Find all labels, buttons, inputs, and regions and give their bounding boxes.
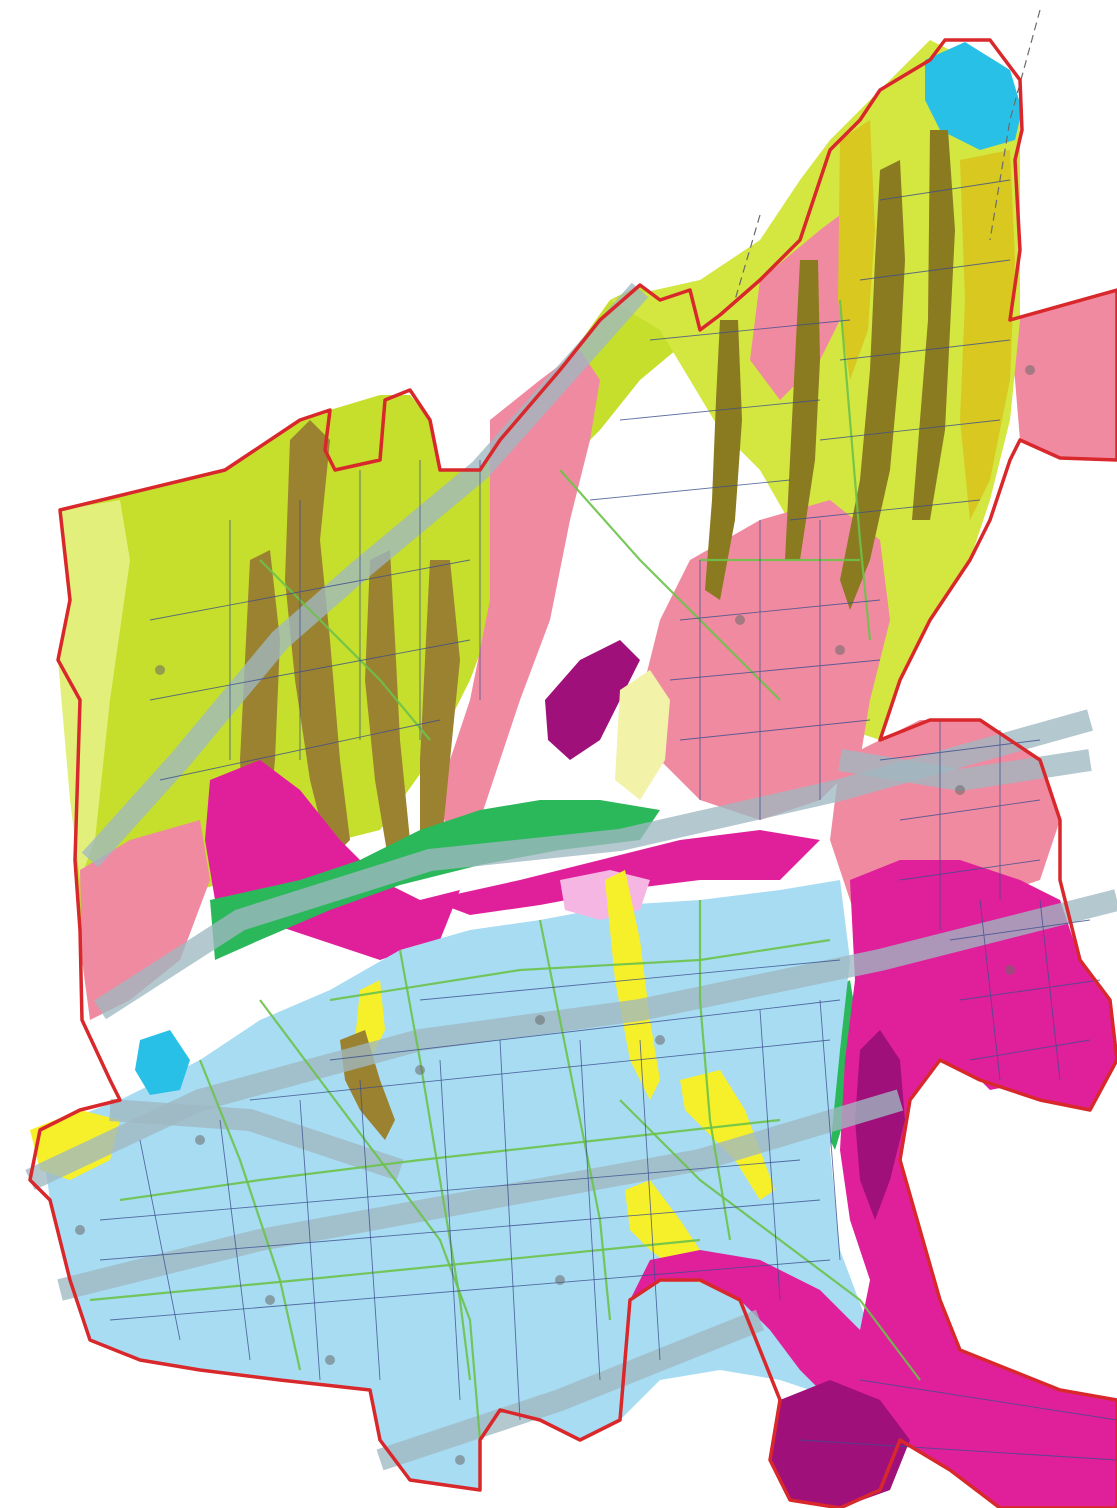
road-green-9	[619, 1099, 921, 1381]
strip-brown-ne-4	[705, 320, 742, 600]
strip-brown-ne-2	[912, 130, 955, 520]
road-green-8	[89, 1238, 701, 1302]
zone-pale-yellow-central	[615, 670, 670, 800]
road-green-4	[698, 900, 732, 1241]
street-grid-3	[669, 520, 1041, 930]
railway-north-2	[734, 214, 761, 301]
road-green-1	[259, 999, 482, 1441]
strip-brown-1	[285, 420, 350, 860]
street-grid-2	[99, 959, 841, 1321]
zone-purple-se	[770, 1380, 910, 1508]
zone-west-pink	[80, 820, 210, 1020]
strip-brown-ne-1	[840, 160, 905, 610]
zone-cyan-west	[135, 1030, 190, 1095]
zone-markers	[75, 365, 1035, 1465]
corridor-4	[376, 1309, 765, 1471]
zone-yellow-2	[680, 1070, 775, 1200]
zone-central-pink-2	[640, 500, 890, 820]
strip-brown-ne-3	[785, 260, 820, 560]
road-green-2	[119, 1118, 781, 1202]
zone-purple-east	[855, 1030, 905, 1220]
zone-mustard-ne-2	[838, 120, 875, 380]
street-grid-6	[799, 899, 1117, 1461]
corridor-2	[57, 1089, 904, 1301]
road-green-7	[329, 938, 831, 1002]
street-grid-5	[589, 179, 1011, 521]
zone-mustard-ne	[960, 150, 1015, 520]
zone-south-lightblue	[40, 880, 890, 1490]
road-green-10	[838, 299, 872, 641]
zone-east-pink	[1010, 290, 1117, 460]
zone-central-pink	[440, 350, 600, 860]
zone-yellow-1	[605, 870, 660, 1100]
strip-brown-4	[420, 560, 460, 870]
street-grid-4	[149, 460, 481, 781]
zone-purple-central	[545, 640, 640, 760]
road-green-12	[559, 469, 781, 701]
strip-brown-3	[365, 550, 410, 870]
municipal-boundary	[28, 38, 1117, 1508]
street-grid-1	[139, 999, 841, 1421]
road-green-13	[259, 559, 431, 741]
road-green-5	[398, 949, 472, 1381]
railway-north-1	[989, 9, 1041, 241]
road-green-3	[538, 919, 612, 1321]
corridor-3	[109, 1099, 404, 1181]
zone-cyan-north	[925, 42, 1022, 150]
road-green-6	[198, 1059, 302, 1371]
corridor-7	[838, 749, 1092, 792]
corridor-5	[94, 709, 1093, 1020]
